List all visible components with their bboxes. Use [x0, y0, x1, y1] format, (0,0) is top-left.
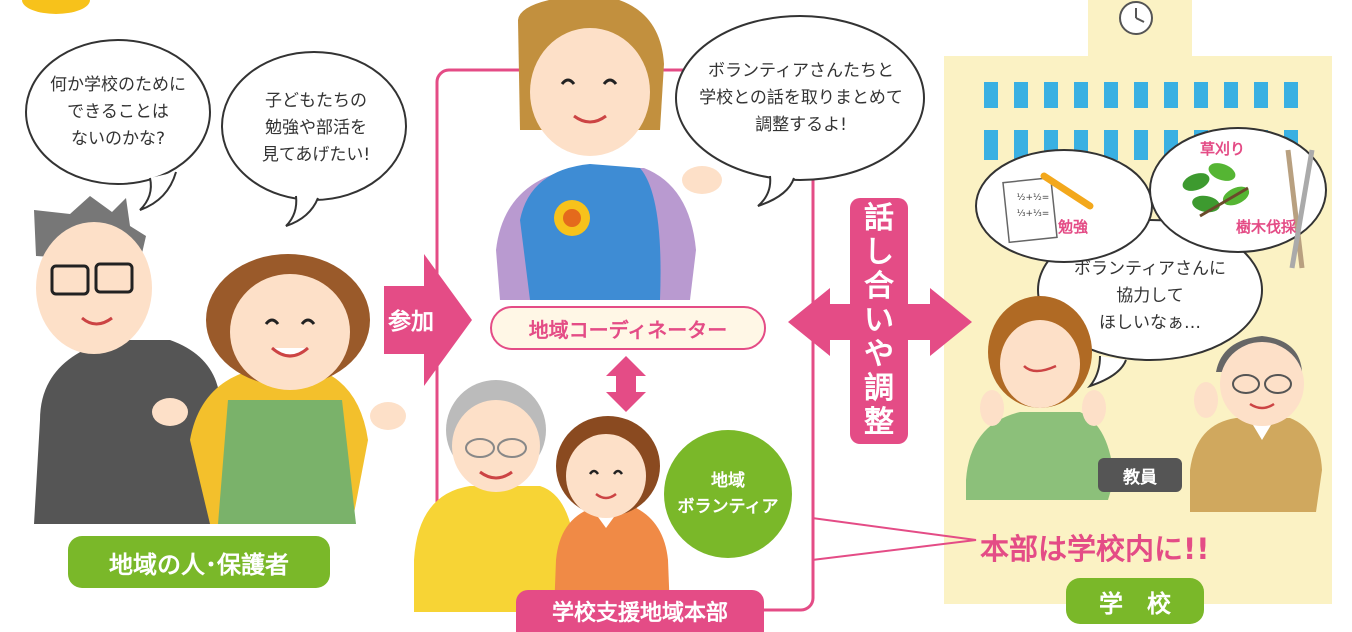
school-label: 学 校	[1066, 578, 1204, 624]
bubble-line: 勉強や部活を	[265, 118, 367, 138]
bubble-line: ボランティアさんに	[1074, 259, 1226, 279]
math-note: ½+½= ⅓+⅓=	[1012, 190, 1054, 222]
speech-bubble-parent-right	[221, 51, 407, 227]
female-teacher-figure	[966, 296, 1114, 500]
bubble-line: 何か学校のために	[50, 75, 186, 95]
math-line: ½+½=	[1016, 193, 1050, 203]
speech-bubble-coordinator	[675, 15, 925, 207]
volunteer-line: 地域	[711, 471, 745, 491]
hq-label: 学校支援地域本部	[516, 590, 764, 632]
talk-adjust-label: 話 し 合 い や 調 整	[850, 198, 908, 444]
talk-char: 調	[864, 371, 894, 406]
speech-bubble-parent-left	[25, 39, 211, 211]
math-line: ⅓+⅓=	[1016, 209, 1050, 219]
bubble-text-coordinator: ボランティアさんたちと 学校との話を取りまとめて 調整するよ!	[684, 58, 918, 139]
coordinator-figure	[496, 0, 722, 300]
talk-char: や	[864, 337, 894, 372]
thought-bubble-mowing	[1149, 127, 1327, 269]
mowing-label: 草刈り	[1200, 140, 1246, 158]
male-teacher-figure	[1190, 336, 1322, 512]
bubble-line: ほしいなぁ…	[1099, 313, 1201, 333]
bubble-line: 子どもたちの	[265, 91, 367, 111]
talk-char: 話	[864, 201, 894, 236]
volunteer-label: 地域 ボランティア	[664, 468, 792, 520]
bubble-line: ないのかな?	[70, 129, 166, 149]
bubble-line: 見てあげたい!	[261, 145, 371, 165]
talk-char: い	[864, 303, 894, 338]
young-woman-volunteer-figure	[554, 416, 670, 612]
elderly-man-figure	[414, 380, 576, 612]
thought-bubble-study	[975, 149, 1153, 263]
bubble-line: 学校との話を取りまとめて	[699, 88, 903, 108]
man-with-glasses-figure	[34, 196, 226, 524]
bubble-line: ボランティアさんたちと	[708, 61, 894, 81]
talk-char: 合	[864, 269, 894, 304]
bubble-text-teacher: ボランティアさんに 協力して ほしいなぁ…	[1060, 256, 1240, 337]
teacher-label: 教員	[1098, 458, 1182, 492]
bubble-line: できることは	[67, 102, 169, 122]
talk-char: し	[864, 235, 894, 270]
talk-char: 整	[864, 405, 894, 440]
hq-in-school-label: 本部は学校内に!!	[980, 532, 1210, 566]
bubble-line: 調整するよ!	[755, 115, 847, 135]
volunteer-circle	[664, 430, 792, 558]
bubble-line: 協力して	[1116, 286, 1184, 306]
coordinator-label: 地域コーディネーター	[490, 306, 766, 350]
sun-decoration	[22, 0, 90, 14]
mother-figure	[152, 254, 406, 524]
participate-arrow	[384, 254, 472, 386]
hq-callout-lines	[811, 517, 977, 561]
study-label: 勉強	[1058, 218, 1089, 236]
vertical-double-arrow	[606, 356, 646, 412]
participate-label: 参加	[388, 309, 434, 335]
tree-cutting-label: 樹木伐採	[1236, 218, 1297, 236]
volunteer-line: ボランティア	[677, 497, 779, 517]
bubble-text-parent-left: 何か学校のために できることは ないのかな?	[40, 72, 196, 153]
community-people-label: 地域の人･保護者	[68, 536, 330, 588]
bubble-text-parent-right: 子どもたちの 勉強や部活を 見てあげたい!	[238, 88, 394, 169]
